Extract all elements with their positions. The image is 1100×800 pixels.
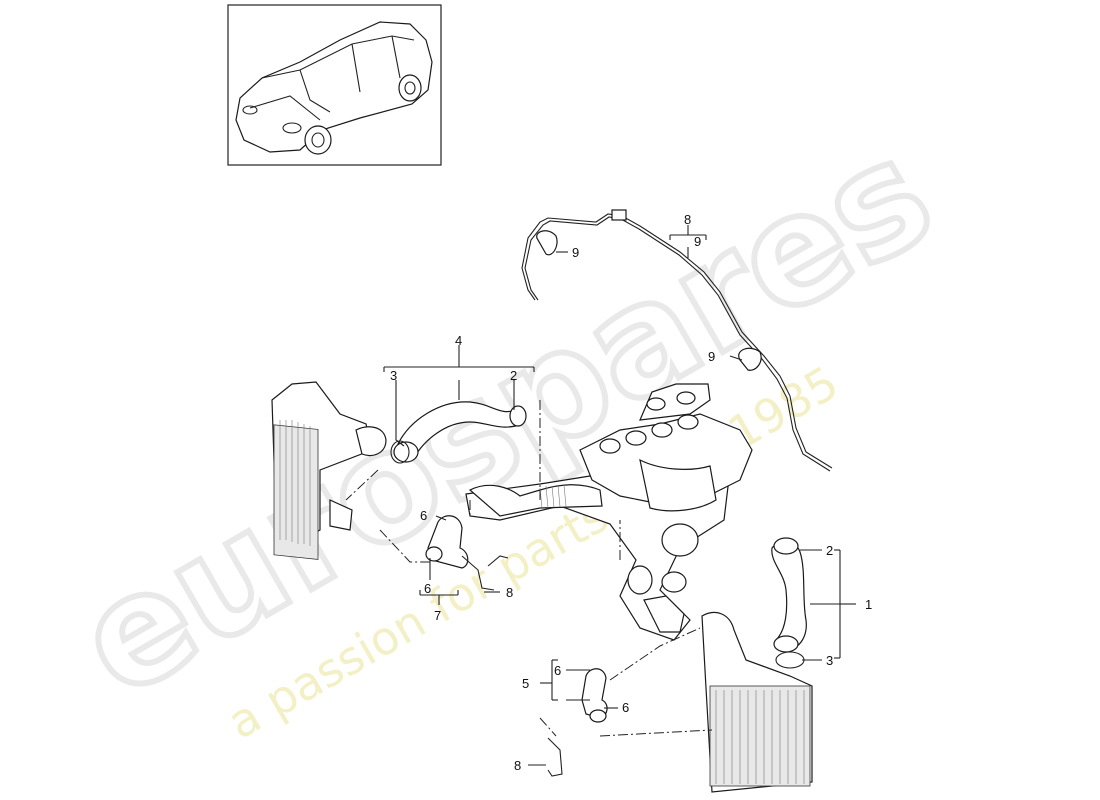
port-icon	[676, 391, 696, 405]
o-ring-icon	[775, 651, 805, 669]
callout-6: 6	[424, 581, 431, 596]
callout-9: 9	[572, 245, 579, 260]
turbo-housing-icon	[661, 523, 699, 557]
hose-group-left	[425, 515, 509, 591]
intercooler-left	[271, 381, 387, 560]
watermark: eurospares a passion for parts since 198…	[48, 103, 962, 749]
leader-lines	[383, 225, 856, 766]
car-icon	[235, 21, 433, 155]
callout-4: 4	[455, 333, 462, 348]
vent-line-upper	[521, 209, 833, 472]
o-ring-icon	[390, 440, 410, 464]
assembly-lines	[345, 400, 713, 737]
callout-7: 7	[434, 608, 441, 623]
port-icon	[599, 438, 621, 454]
callout-9: 9	[694, 234, 701, 249]
corrugated-section	[539, 484, 567, 509]
callout-6: 6	[622, 700, 629, 715]
callouts: 1 2 2 3 3 4 5 6 6 6 6 7 8 8 8 9 9 9	[390, 212, 872, 773]
callout-1: 1	[865, 597, 872, 612]
turbo-manifold-assembly	[465, 383, 753, 641]
vehicle-thumbnail	[227, 4, 442, 166]
clip-icon	[738, 347, 762, 371]
charge-hose-right	[771, 537, 807, 669]
callout-3: 3	[390, 368, 397, 383]
port-icon	[646, 397, 666, 411]
callout-8: 8	[514, 758, 521, 773]
callout-3: 3	[826, 653, 833, 668]
hose-group-right	[547, 668, 608, 777]
port-icon	[651, 422, 673, 438]
charge-hose-left	[390, 401, 527, 464]
clamp-ring-icon	[393, 441, 419, 463]
intercooler-right	[701, 611, 813, 793]
callout-9: 9	[708, 349, 715, 364]
clamp-ring-icon	[425, 546, 443, 562]
clamp-ring-icon	[773, 635, 799, 653]
radiator-fins	[279, 420, 311, 546]
callout-8: 8	[506, 585, 513, 600]
callout-5: 5	[522, 676, 529, 691]
clip-icon	[536, 230, 558, 256]
port-icon	[677, 414, 699, 430]
callout-8: 8	[684, 212, 691, 227]
clamp-ring-icon	[509, 405, 527, 427]
port-icon	[625, 430, 647, 446]
clamp-ring-icon	[589, 709, 607, 723]
connector-icon	[611, 209, 627, 221]
callout-6: 6	[554, 663, 561, 678]
callout-6: 6	[420, 508, 427, 523]
radiator-fins	[715, 690, 805, 784]
clamp-ring-icon	[773, 537, 799, 555]
callout-2: 2	[510, 368, 517, 383]
callout-2: 2	[826, 543, 833, 558]
